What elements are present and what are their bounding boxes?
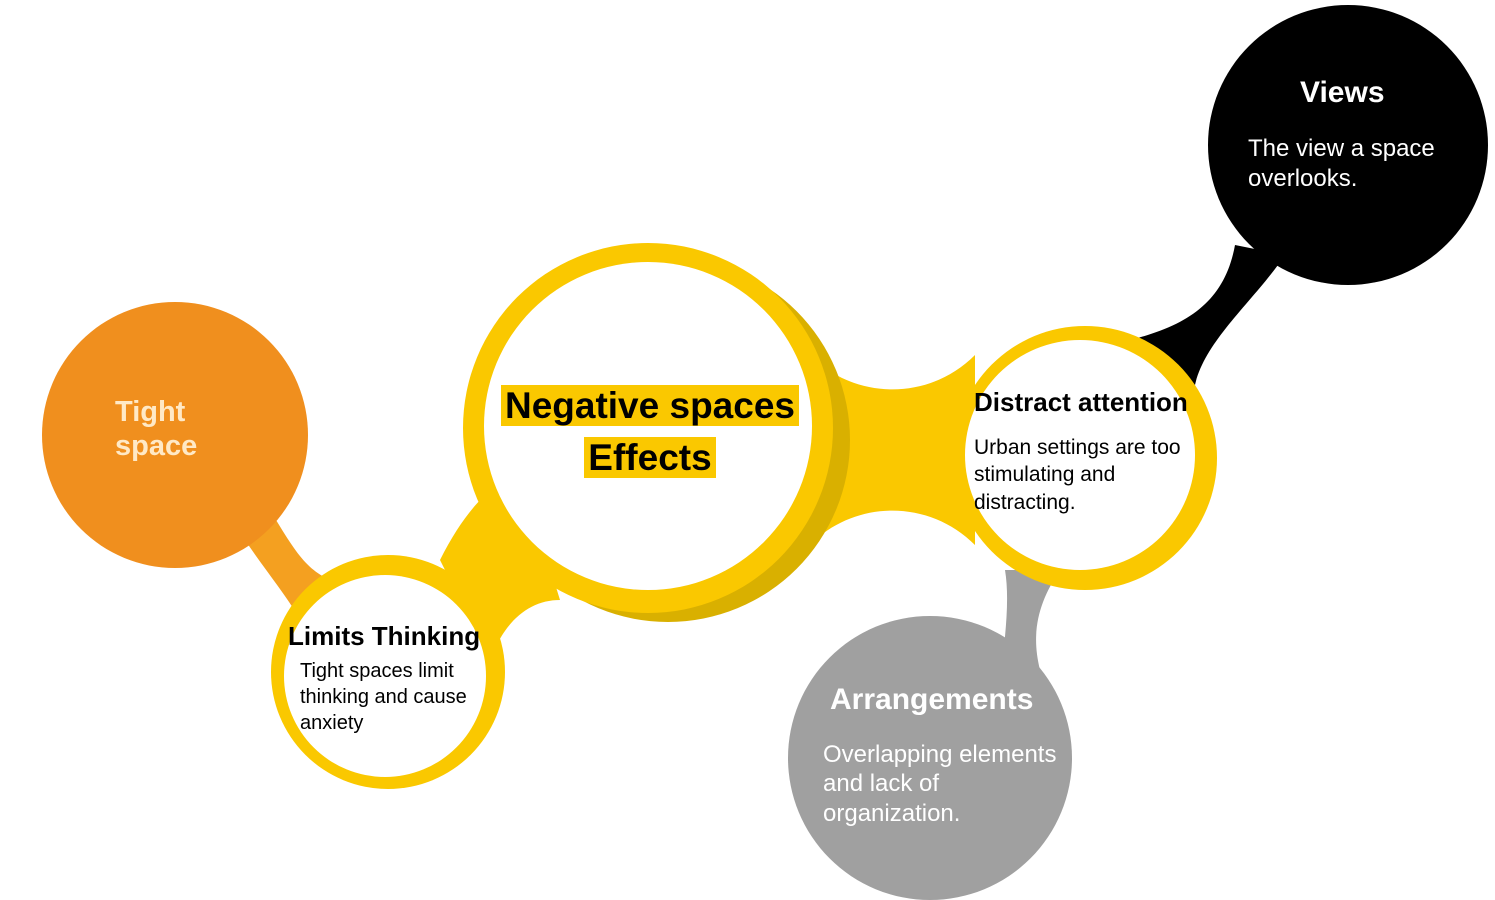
limits-thinking-title: Limits Thinking bbox=[288, 621, 481, 651]
center-title-line2: Effects bbox=[584, 436, 716, 478]
connector-views-to-distract bbox=[1130, 245, 1285, 385]
tight-space-circle bbox=[42, 302, 308, 568]
views-circle bbox=[1208, 5, 1488, 285]
connector-center-to-distract bbox=[815, 355, 975, 545]
limits-inner bbox=[284, 575, 486, 777]
distract-attention-text: Urban settings are too stimulating and d… bbox=[974, 436, 1181, 514]
center-title: Negative spaces Effects bbox=[470, 380, 830, 484]
views-text: The view a space overlooks. bbox=[1248, 135, 1435, 192]
arrangements-text: Overlapping elements and lack of organiz… bbox=[823, 741, 1057, 827]
tight-space-title: Tight space bbox=[115, 396, 198, 463]
distract-inner bbox=[965, 340, 1195, 570]
views-title: Views bbox=[1300, 76, 1385, 109]
center-inner bbox=[484, 262, 812, 590]
arrangements-title: Arrangements bbox=[830, 683, 1034, 716]
limits-thinking-text: Tight spaces limit thinking and cause an… bbox=[300, 660, 467, 734]
distract-attention-title: Distract attention bbox=[974, 387, 1188, 417]
arrangements-circle bbox=[788, 616, 1072, 900]
center-title-line1: Negative spaces bbox=[500, 385, 799, 426]
